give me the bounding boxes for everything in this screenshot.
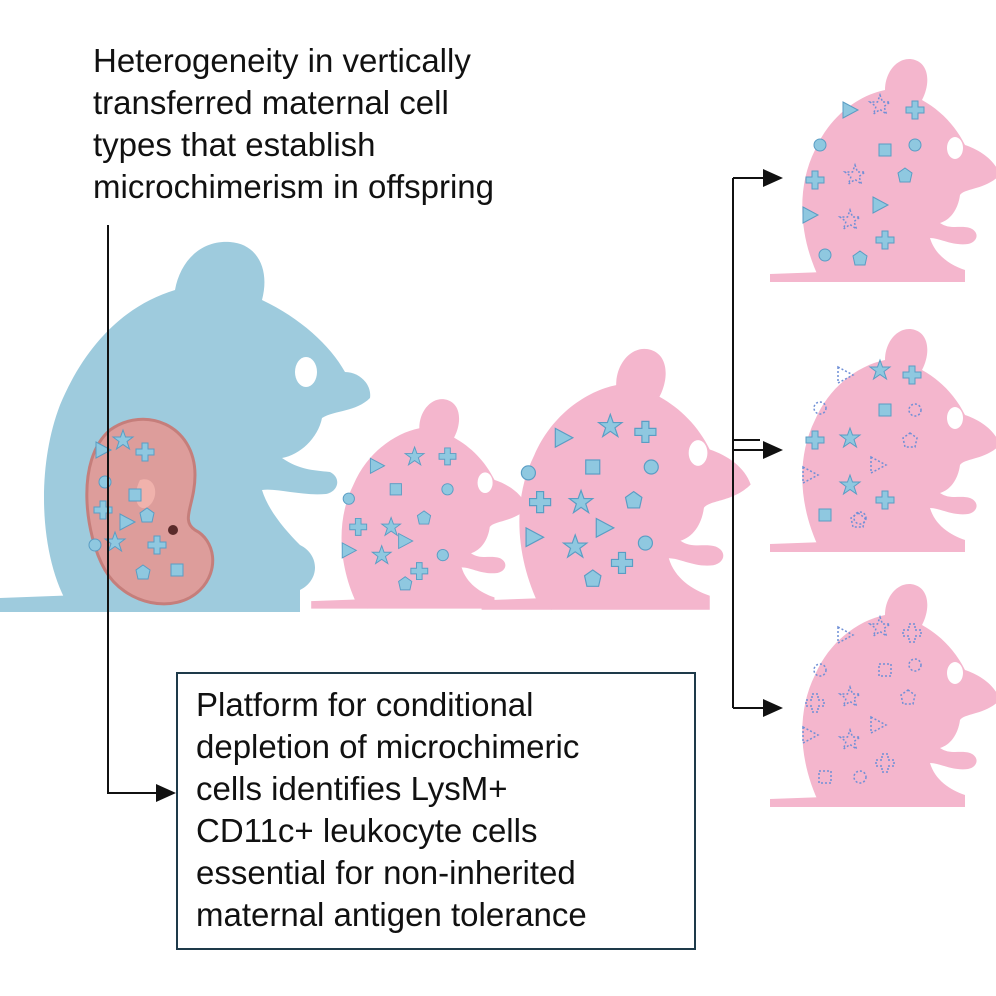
offspring-mouse-all-cells: [770, 59, 996, 283]
offspring-mouse-full-depletion: [770, 584, 996, 807]
conclusion-box: Platform for conditional depletion of mi…: [176, 672, 696, 950]
conclusion-line: Platform for conditional: [196, 686, 534, 723]
conclusion-line: essential for non-inherited: [196, 854, 576, 891]
arrow-head-bottom: [763, 699, 783, 717]
headline-line: types that establish: [93, 126, 376, 163]
title-to-box-connector: [107, 225, 176, 802]
arrow-head-top: [763, 169, 783, 187]
arrow-head-middle: [763, 441, 783, 459]
headline-line: Heterogeneity in vertically: [93, 42, 471, 79]
mother-eye: [295, 357, 317, 387]
embryo-icon: [85, 417, 215, 606]
headline-line: microchimerism in offspring: [93, 168, 494, 205]
headline-line: transferred maternal cell: [93, 84, 449, 121]
conclusion-line: CD11c+ leukocyte cells: [196, 812, 538, 849]
offspring-mouse-1: [311, 399, 528, 609]
conclusion-line: cells identifies LysM+: [196, 770, 508, 807]
branch-connector: [732, 177, 765, 709]
conclusion-line: maternal antigen tolerance: [196, 896, 587, 933]
conclusion-line: depletion of microchimeric: [196, 728, 580, 765]
offspring-mouse-2: [481, 348, 751, 610]
headline: Heterogeneity in vertically transferred …: [93, 40, 653, 208]
offspring-mouse-partial-depletion: [770, 329, 996, 552]
